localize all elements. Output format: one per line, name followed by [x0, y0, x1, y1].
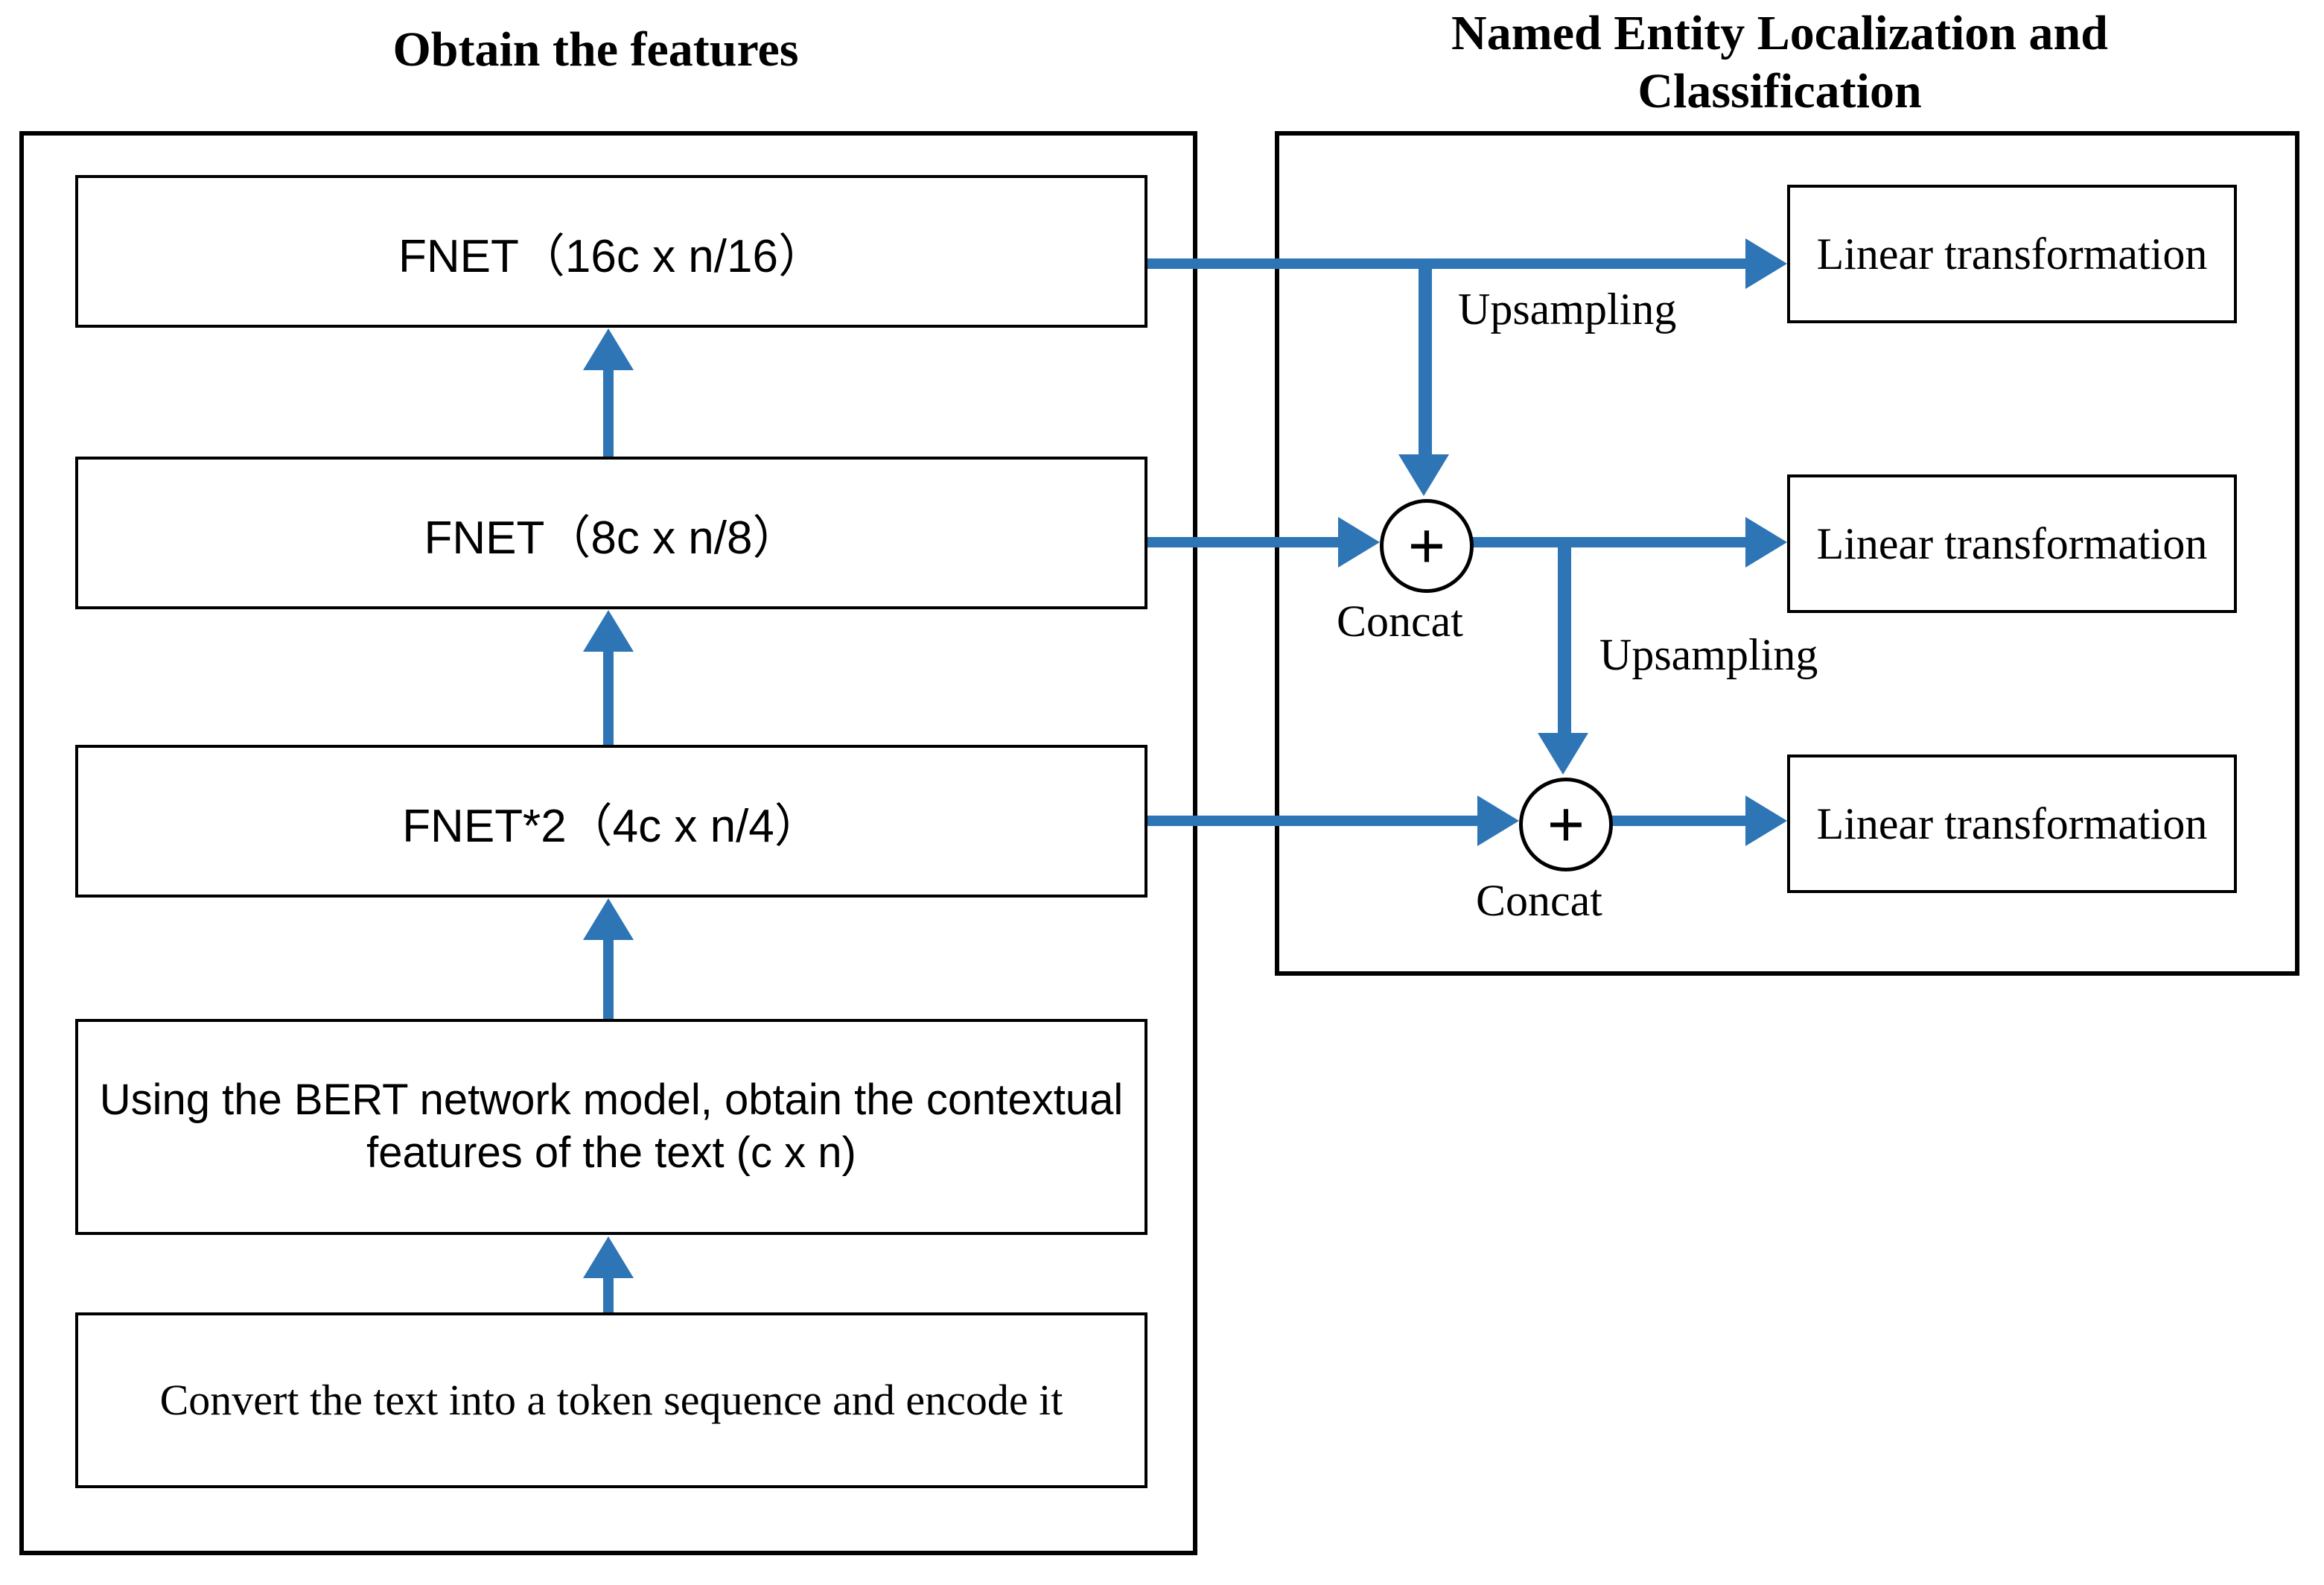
edge-fnet4-to-concat2-line [1147, 816, 1477, 826]
node-linear-transformation-1-label: Linear transformation [1816, 229, 2208, 279]
node-tokenize-encode-label: Convert the text into a token sequence a… [159, 1375, 1063, 1424]
node-fnet-16c[interactable]: FNET（16c x n/16） [75, 175, 1147, 328]
edge-fnet8-to-concat1-arrowhead [1338, 517, 1380, 568]
node-fnet2-4c-label: FNET*2（4c x n/4） [402, 800, 821, 852]
edge-fnet4-to-concat2-arrowhead [1477, 795, 1519, 846]
concat-operator-1[interactable]: + [1380, 499, 1474, 593]
edge-upsampling2-arrowhead [1538, 733, 1588, 775]
edge-upsampling1-arrowhead [1398, 454, 1449, 496]
edge-upsampling1-line [1419, 258, 1432, 457]
edge-fnet16-to-linear1-arrowhead [1745, 238, 1787, 289]
concat-operator-2[interactable]: + [1519, 778, 1613, 871]
node-linear-transformation-1[interactable]: Linear transformation [1787, 185, 2237, 323]
edge-label-upsampling-1: Upsampling [1458, 285, 1677, 334]
edge-bert-to-fnet4-line [603, 940, 614, 1020]
edge-fnet8-to-concat1-line [1147, 537, 1338, 547]
edge-concat1-to-linear2-arrowhead [1745, 517, 1787, 568]
right-section-title: Named Entity Localization and Classifica… [1451, 6, 2108, 118]
node-fnet2-4c[interactable]: FNET*2（4c x n/4） [75, 745, 1147, 898]
concat-operator-1-caption: Concat [1337, 597, 1463, 646]
edge-fnet8-to-fnet16-arrowhead [583, 328, 634, 370]
concat-operator-1-symbol: + [1407, 510, 1446, 582]
node-tokenize-encode[interactable]: Convert the text into a token sequence a… [75, 1312, 1147, 1488]
edge-concat1-to-linear2-line [1464, 537, 1745, 547]
edge-fnet4-to-fnet8-arrowhead [583, 610, 634, 652]
left-section-title: Obtain the features [392, 22, 799, 77]
node-bert-features[interactable]: Using the BERT network model, obtain the… [75, 1019, 1147, 1235]
edge-upsampling2-line [1558, 537, 1571, 735]
node-linear-transformation-3[interactable]: Linear transformation [1787, 755, 2237, 893]
node-linear-transformation-2-label: Linear transformation [1816, 518, 2208, 568]
node-linear-transformation-3-label: Linear transformation [1816, 798, 2208, 848]
edge-label-upsampling-2: Upsampling [1599, 630, 1818, 679]
concat-operator-2-symbol: + [1547, 789, 1585, 860]
node-fnet-8c[interactable]: FNET（8c x n/8） [75, 457, 1147, 609]
node-linear-transformation-2[interactable]: Linear transformation [1787, 474, 2237, 613]
edge-concat2-to-linear3-arrowhead [1745, 795, 1787, 846]
node-fnet-8c-label: FNET（8c x n/8） [424, 512, 799, 564]
edge-bert-to-fnet4-arrowhead [583, 898, 634, 940]
ner-localization-group [1275, 131, 2299, 976]
edge-fnet8-to-fnet16-line [603, 370, 614, 458]
node-bert-features-label: Using the BERT network model, obtain the… [99, 1076, 1124, 1177]
obtain-features-group [19, 131, 1197, 1555]
edge-fnet4-to-fnet8-line [603, 652, 614, 746]
edge-token-to-bert-arrowhead [583, 1236, 634, 1278]
node-fnet-16c-label: FNET（16c x n/16） [398, 230, 824, 282]
edge-fnet16-to-linear1-line [1147, 258, 1745, 269]
concat-operator-2-caption: Concat [1476, 876, 1602, 925]
edge-concat2-to-linear3-line [1603, 816, 1745, 826]
